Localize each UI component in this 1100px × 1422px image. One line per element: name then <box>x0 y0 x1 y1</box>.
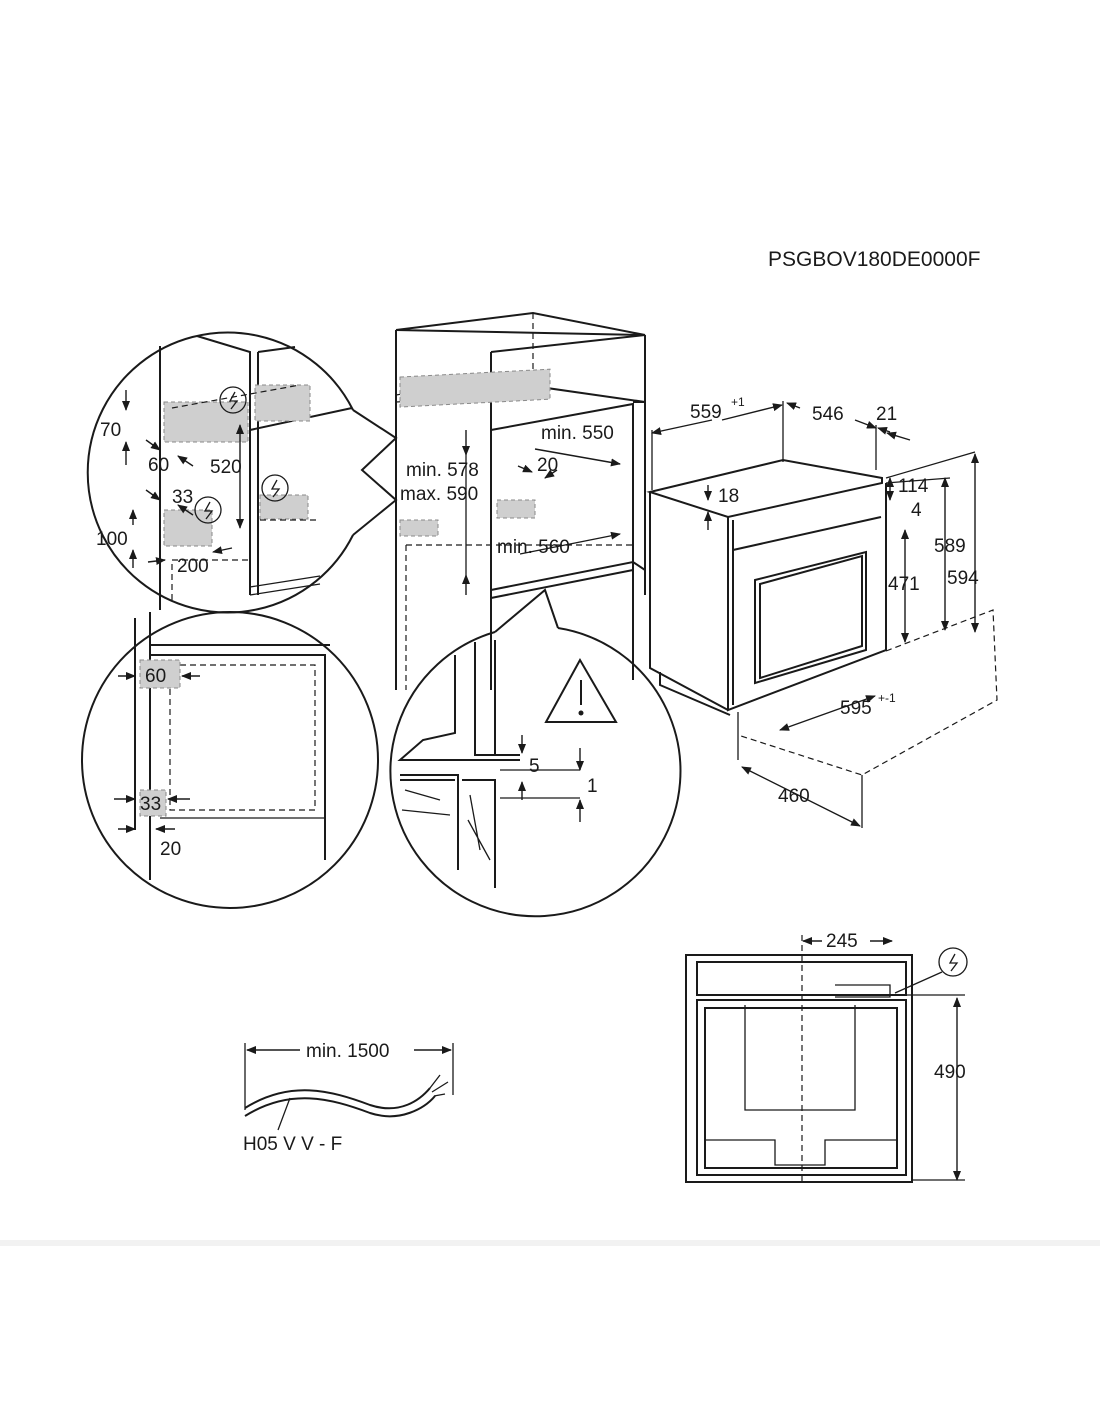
warning-triangle-icon <box>544 657 618 723</box>
oven-4: 4 <box>911 500 922 521</box>
detail-top-100: 100 <box>96 529 128 550</box>
oven-drawing <box>646 401 998 828</box>
cabinet-min-550: min. 550 <box>541 423 614 444</box>
oven-21: 21 <box>876 404 897 425</box>
oven-595-tolerance: +-1 <box>878 691 896 705</box>
electric-connection-icon <box>219 386 247 414</box>
detail-bottom-20: 20 <box>160 839 181 860</box>
cable-type: H05 V V - F <box>243 1134 342 1155</box>
detail-top-520: 520 <box>210 457 242 478</box>
model-code: PSGBOV180DE0000F <box>768 248 980 271</box>
detail-top-70: 70 <box>100 420 121 441</box>
oven-559: 559 <box>690 402 722 423</box>
detail-top-60: 60 <box>148 455 169 476</box>
oven-18: 18 <box>718 486 739 507</box>
cable-length: min. 1500 <box>306 1041 389 1062</box>
oven-114: 114 <box>898 476 929 497</box>
page-bottom-band <box>0 1240 1100 1246</box>
detail-top-200: 200 <box>177 556 209 577</box>
detail-top-33: 33 <box>172 487 193 508</box>
detail-bottom-circle <box>81 611 379 909</box>
detail-gap-5: 5 <box>529 756 540 777</box>
oven-594: 594 <box>947 568 979 589</box>
oven-559-tolerance: +1 <box>731 395 745 409</box>
detail-bottom-60: 60 <box>145 666 166 687</box>
cabinet-20: 20 <box>537 455 558 476</box>
front-view-drawing <box>685 935 968 1185</box>
front-view-490: 490 <box>934 1062 966 1083</box>
cabinet-min-560: min. 560 <box>497 537 570 558</box>
detail-gap-1: 1 <box>587 776 598 797</box>
electric-connection-icon <box>261 474 289 502</box>
detail-top-circle <box>86 331 398 614</box>
cable-drawing <box>244 1043 454 1131</box>
detail-gap-circle <box>389 588 682 918</box>
electric-connection-icon <box>938 947 968 977</box>
cabinet-max-590: max. 590 <box>400 484 478 505</box>
oven-589: 589 <box>934 536 966 557</box>
oven-546: 546 <box>812 404 844 425</box>
cabinet-drawing <box>395 311 646 690</box>
oven-595: 595 <box>840 698 872 719</box>
oven-471: 471 <box>888 574 920 595</box>
cabinet-min-578: min. 578 <box>406 460 479 481</box>
front-view-245: 245 <box>826 931 858 952</box>
oven-460: 460 <box>778 786 810 807</box>
electric-connection-icon <box>194 496 222 524</box>
detail-bottom-33: 33 <box>140 794 161 815</box>
